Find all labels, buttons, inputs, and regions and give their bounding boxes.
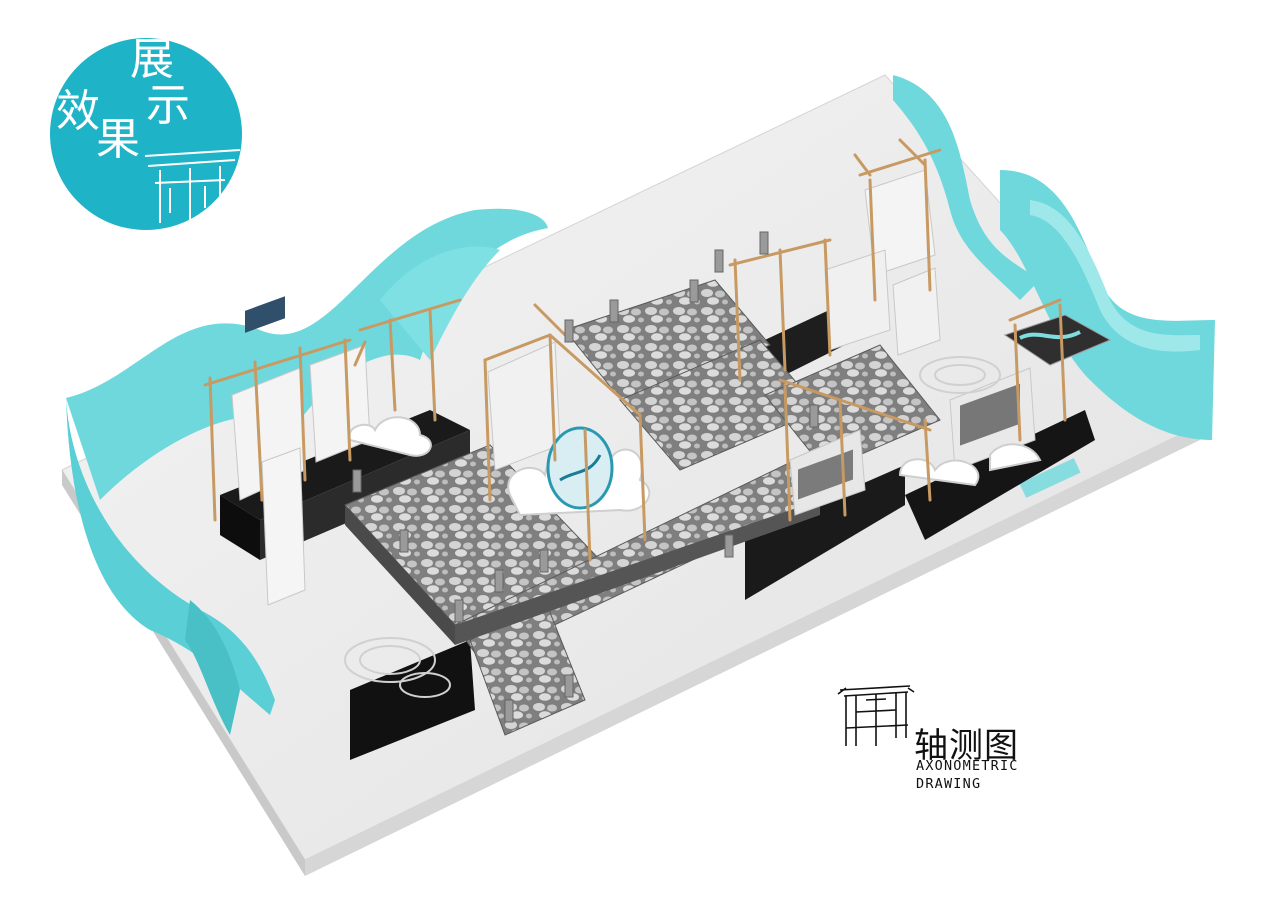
badge-circle bbox=[50, 38, 242, 230]
drawing-subtitle-line2: DRAWING bbox=[916, 776, 982, 792]
wave-wall-right bbox=[893, 75, 1215, 498]
railing-posts bbox=[352, 231, 819, 723]
drawing-title: 轴测图 bbox=[914, 726, 1019, 766]
badge-char-3: 效 bbox=[56, 86, 100, 137]
badge-char-2: 示 bbox=[146, 80, 190, 131]
bamboo-frames bbox=[203, 138, 1067, 562]
title-badge: 展 示 效 果 bbox=[50, 38, 242, 230]
blue-medallion bbox=[546, 426, 614, 510]
lotus-sculptures bbox=[344, 356, 1001, 698]
gate-icon bbox=[837, 685, 915, 746]
badge-char-4: 果 bbox=[96, 114, 140, 165]
drawing-subtitle-line1: AXONOMETRIC bbox=[916, 758, 1019, 774]
wave-glass-display bbox=[1003, 314, 1112, 366]
badge-char-1: 展 bbox=[130, 34, 174, 85]
